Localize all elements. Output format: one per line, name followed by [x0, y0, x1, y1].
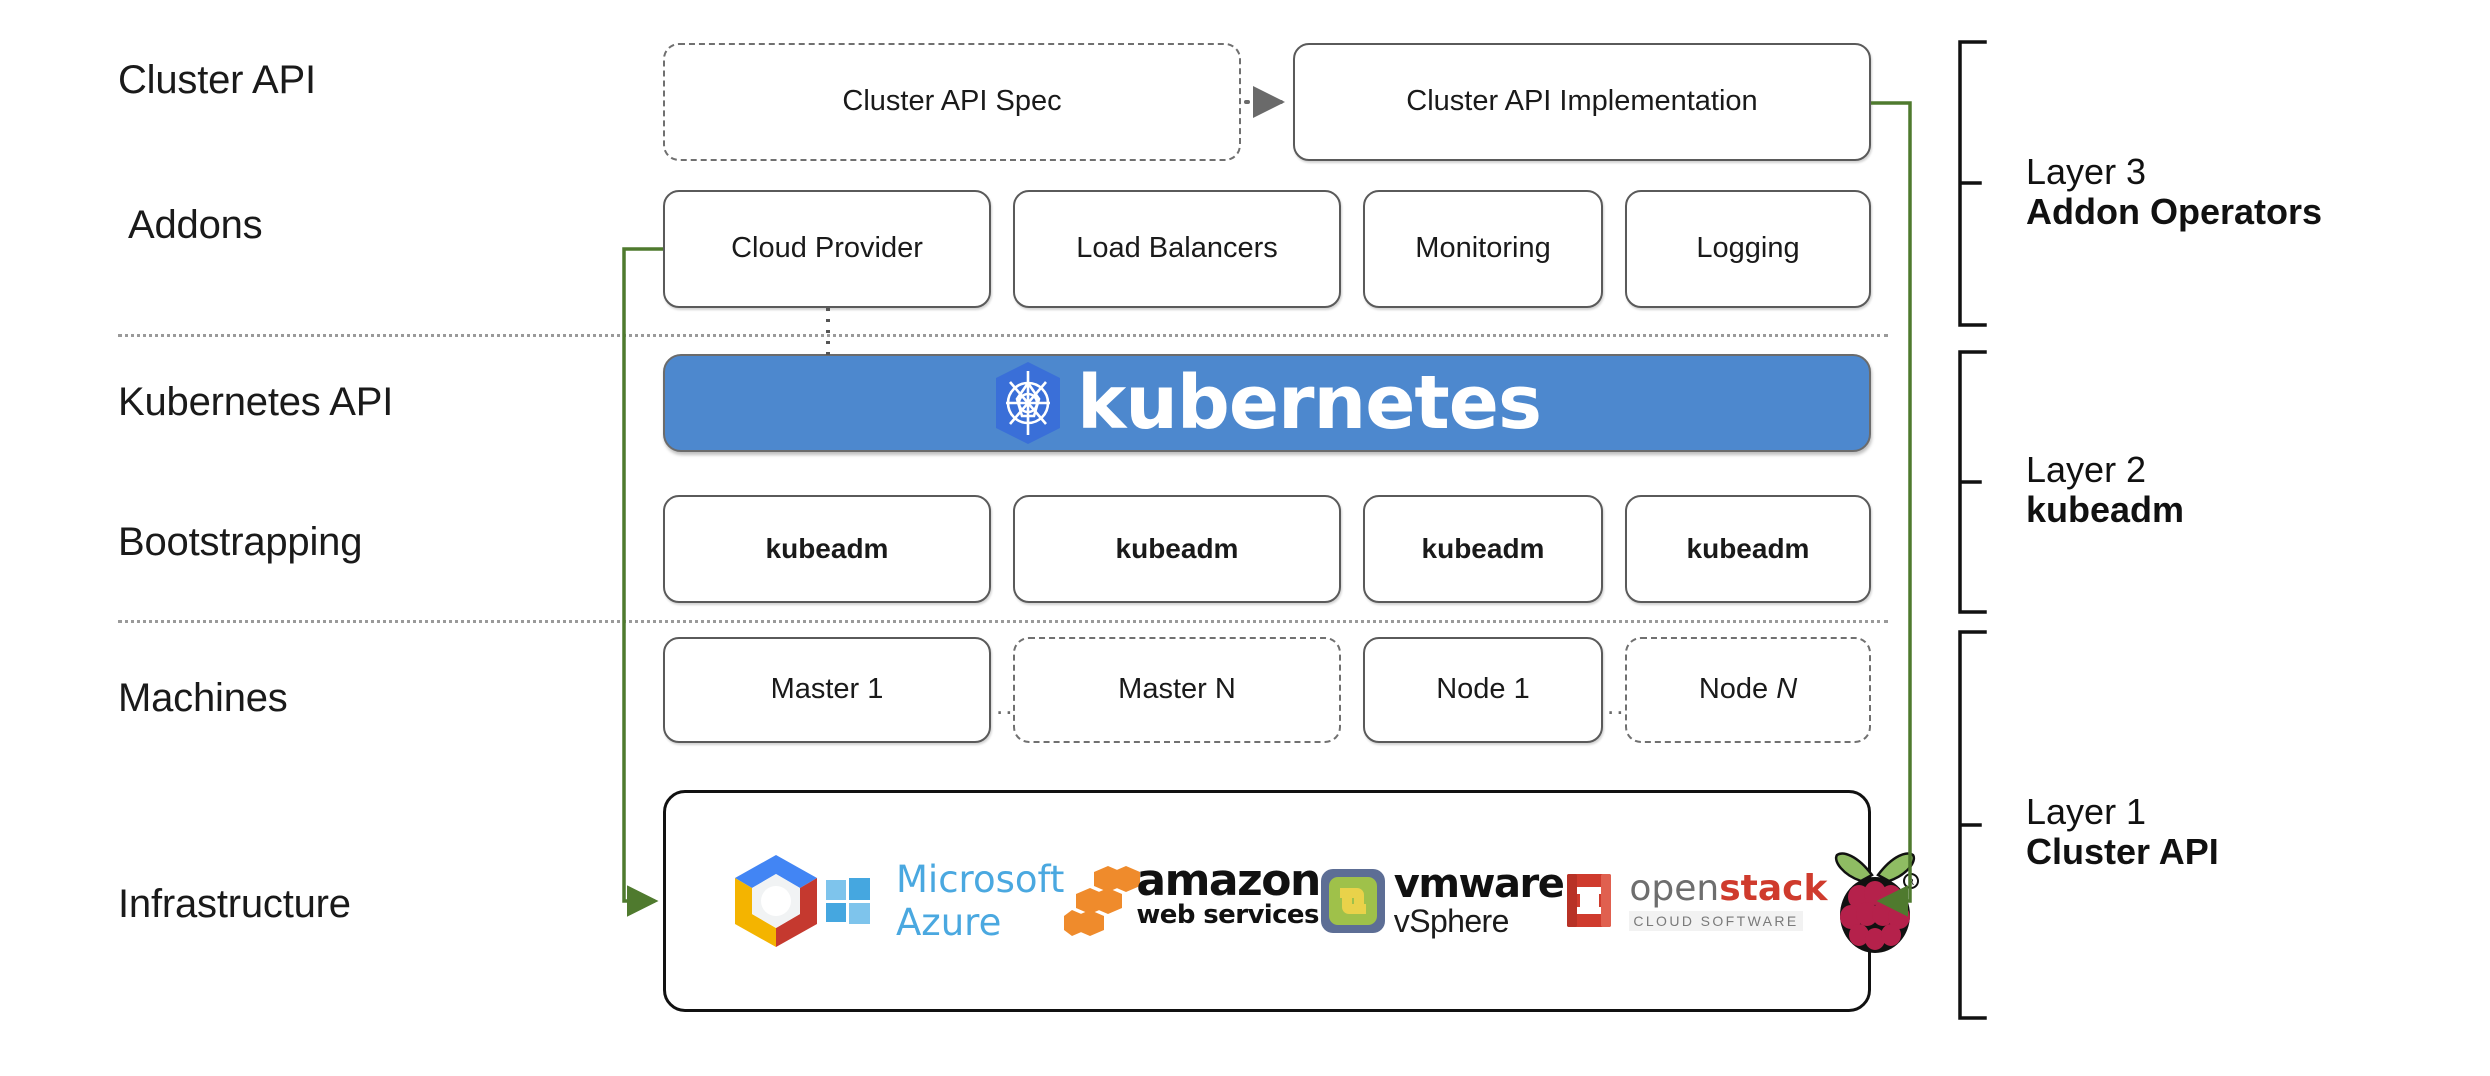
- separator-layer3-layer2: [118, 334, 1888, 337]
- bracket-layer-3: [1958, 40, 1987, 327]
- bracket-layer-1: [1958, 630, 1987, 1020]
- cluster-api-implementation-label: Cluster API Implementation: [1406, 85, 1758, 118]
- implementation-to-infrastructure-arrow: [1871, 101, 1912, 917]
- svg-text:R: R: [1908, 878, 1914, 888]
- vmware-text: vmware: [1393, 861, 1565, 908]
- cloud-provider-to-infrastructure-arrow: [622, 247, 663, 917]
- addon-box-load-balancers[interactable]: Load Balancers: [1013, 190, 1341, 308]
- layer-3-name: Addon Operators: [2026, 191, 2323, 233]
- bootstrap-box-2[interactable]: kubeadm: [1013, 495, 1341, 603]
- addon-label-cloud-provider: Cloud Provider: [731, 232, 923, 265]
- kubernetes-api-band[interactable]: kubernetes: [663, 354, 1871, 452]
- row-label-machines: Machines: [118, 676, 288, 720]
- openstack-text-tagline: CLOUD SOFTWARE: [1629, 911, 1803, 931]
- machine-label-master-1: Master 1: [770, 673, 884, 706]
- layer-1-number: Layer 1: [2026, 791, 2147, 832]
- vmware-vsphere-icon: vmware vSphere: [1320, 861, 1565, 939]
- machine-box-node-n[interactable]: Node N: [1625, 637, 1871, 743]
- cluster-api-implementation-box[interactable]: Cluster API Implementation: [1293, 43, 1871, 161]
- microsoft-azure-icon: Microsoft Azure: [824, 858, 1064, 944]
- raspberry-pi-icon: R: [1827, 845, 1923, 957]
- openstack-icon: openstack CLOUD SOFTWARE: [1563, 870, 1827, 932]
- layer-1-name: Cluster API: [2026, 831, 2219, 873]
- infrastructure-box[interactable]: Microsoft Azure amazon web services: [663, 790, 1920, 1012]
- openstack-text-stack: stack: [1719, 868, 1828, 909]
- bracket-layer-2: [1958, 350, 1987, 614]
- layer-label-3: Layer 3 Addon Operators: [2026, 151, 2323, 233]
- amazon-text: amazon: [1136, 855, 1321, 906]
- addon-box-monitoring[interactable]: Monitoring: [1363, 190, 1603, 308]
- google-cloud-platform-icon: [728, 851, 824, 951]
- machine-label-node-1: Node 1: [1436, 673, 1530, 706]
- vsphere-text: vSphere: [1393, 902, 1510, 939]
- machine-box-node-1[interactable]: Node 1: [1363, 637, 1603, 743]
- row-label-kubernetes-api: Kubernetes API: [118, 380, 394, 424]
- machine-box-master-1[interactable]: Master 1: [663, 637, 991, 743]
- addon-box-logging[interactable]: Logging: [1625, 190, 1871, 308]
- bootstrap-label-4: kubeadm: [1686, 532, 1810, 564]
- layer-2-number: Layer 2: [2026, 449, 2147, 490]
- layer-label-2: Layer 2 kubeadm: [2026, 449, 2185, 531]
- machine-label-master-n: Master N: [1118, 673, 1236, 706]
- row-label-bootstrapping: Bootstrapping: [118, 520, 363, 564]
- microsoft-azure-text: Microsoft Azure: [896, 858, 1065, 944]
- layer-label-1: Layer 1 Cluster API: [2026, 791, 2219, 873]
- layer-2-name: kubeadm: [2026, 489, 2185, 531]
- machine-label-node-n: Node N: [1698, 673, 1798, 706]
- openstack-text-open: open: [1629, 868, 1720, 909]
- bootstrap-box-3[interactable]: kubeadm: [1363, 495, 1603, 603]
- bootstrap-label-3: kubeadm: [1421, 532, 1545, 564]
- separator-layer2-layer1: [118, 620, 1888, 623]
- addon-label-load-balancers: Load Balancers: [1076, 232, 1278, 265]
- machine-box-master-n[interactable]: Master N: [1013, 637, 1341, 743]
- amazon-web-services-icon: amazon web services: [1064, 855, 1321, 942]
- amazon-webservices-text: web services: [1136, 899, 1319, 930]
- row-label-addons: Addons: [128, 203, 263, 247]
- row-label-cluster-api: Cluster API: [118, 58, 316, 102]
- bootstrap-box-1[interactable]: kubeadm: [663, 495, 991, 603]
- cluster-api-spec-label: Cluster API Spec: [842, 85, 1062, 118]
- row-label-infrastructure: Infrastructure: [118, 882, 351, 926]
- addon-box-cloud-provider[interactable]: Cloud Provider: [663, 190, 991, 308]
- addon-label-monitoring: Monitoring: [1415, 232, 1551, 265]
- layer-3-number: Layer 3: [2026, 151, 2147, 192]
- addon-label-logging: Logging: [1696, 232, 1800, 265]
- kubernetes-helm-icon: [993, 361, 1063, 445]
- bootstrap-label-2: kubeadm: [1115, 532, 1239, 564]
- bootstrap-box-4[interactable]: kubeadm: [1625, 495, 1871, 603]
- kubernetes-wordmark: kubernetes: [1076, 360, 1542, 446]
- cluster-api-spec-box[interactable]: Cluster API Spec: [663, 43, 1241, 161]
- bootstrap-label-1: kubeadm: [765, 532, 889, 564]
